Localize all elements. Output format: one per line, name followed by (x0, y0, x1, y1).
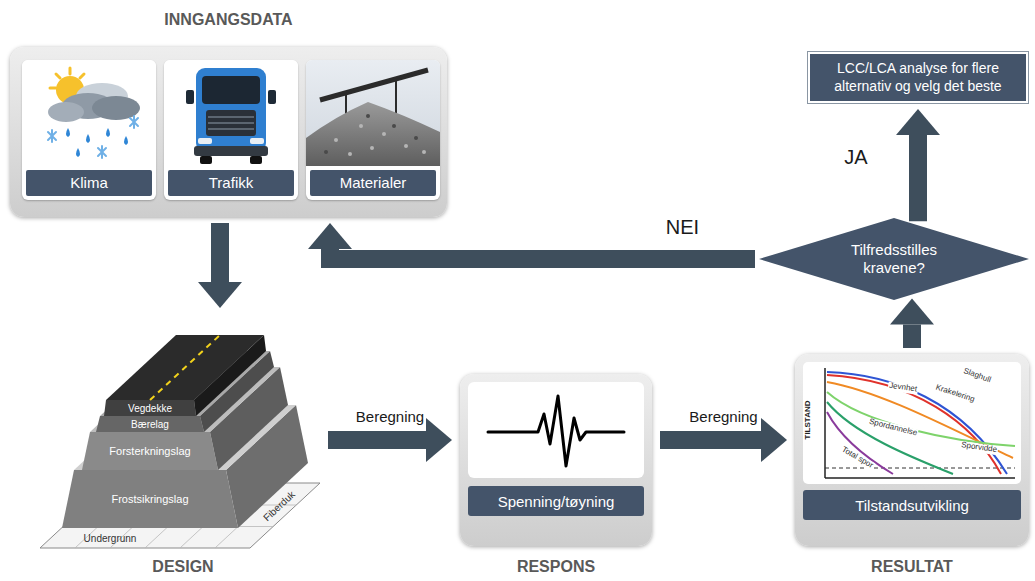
arrow-head (890, 299, 934, 325)
result-box: LCC/LCA analyse for flere alternativ og … (808, 52, 1028, 103)
part-label: Bærelag (131, 419, 169, 430)
arrow-head (426, 418, 452, 462)
node-text: Tilfredsstilles kravene? (819, 241, 969, 277)
edge-label: Beregning (689, 408, 757, 425)
part-label: Undergrunn (84, 533, 137, 544)
node-text: Trafikk (168, 170, 294, 196)
arrow-shaft (660, 431, 761, 449)
diamond-outline (759, 218, 1029, 300)
node-text: RESPONS (430, 558, 682, 576)
node-text: INNGANGSDATA (10, 11, 447, 29)
arrow-shaft (909, 135, 927, 221)
response-panel: RESPONSSpenning/tøyning (460, 374, 652, 546)
arrow-shaft (330, 249, 755, 259)
node-text: Tilstandsutvikling (855, 497, 969, 514)
flow-arrow (660, 418, 787, 462)
node-text: RESULTAT (765, 558, 1035, 576)
flow-arrow (328, 418, 452, 462)
result-label: Tilstandsutvikling (803, 490, 1021, 520)
weather-icon (22, 60, 156, 166)
gravel-icon (306, 60, 440, 166)
input-panel: INNGANGSDATA Klima T (10, 47, 447, 217)
road-cross-section (38, 308, 328, 558)
edge-label: Beregning (356, 408, 424, 425)
edge-label: NEI (666, 216, 699, 239)
truck-icon (164, 60, 298, 166)
part-label: TILSTAND (804, 401, 813, 440)
node-text: DESIGN (8, 558, 358, 576)
arrow-head (308, 223, 352, 249)
result-panel: RESULTATTilstandsutviklingTILSTANDSlaghu… (795, 354, 1029, 546)
node-text: Materialer (310, 170, 436, 196)
decision-diamond: Tilfredsstilles kravene? (759, 218, 1029, 300)
node-text: Klima (26, 170, 152, 196)
input-tile: Klima (22, 60, 156, 200)
flow-arrow (198, 223, 242, 308)
node-text: LCC/LCA analyse for flere alternativ og … (820, 60, 1016, 95)
arrow-shaft (211, 223, 229, 282)
arrow-head (761, 418, 787, 462)
part-label: Forsterkningslag (109, 445, 190, 457)
edge-label: JA (844, 146, 867, 169)
waveform-icon (468, 382, 644, 478)
part-label: Frostsikringslag (111, 493, 188, 505)
part-label: Vegdekke (128, 403, 172, 414)
response-label: Spenning/tøyning (468, 486, 644, 516)
input-tile: Materialer (306, 60, 440, 200)
input-tile: Trafikk (164, 60, 298, 200)
arrow-head (198, 282, 242, 308)
arrow-shaft (903, 325, 921, 348)
arrow-head (896, 109, 940, 135)
node-text: Spenning/tøyning (498, 493, 615, 510)
arrow-shaft (328, 431, 426, 449)
flow-arrow (890, 299, 934, 348)
design-group: DESIGNVegdekkeBærelagForsterkningslagFro… (38, 308, 328, 546)
flow-arrow (896, 109, 940, 221)
